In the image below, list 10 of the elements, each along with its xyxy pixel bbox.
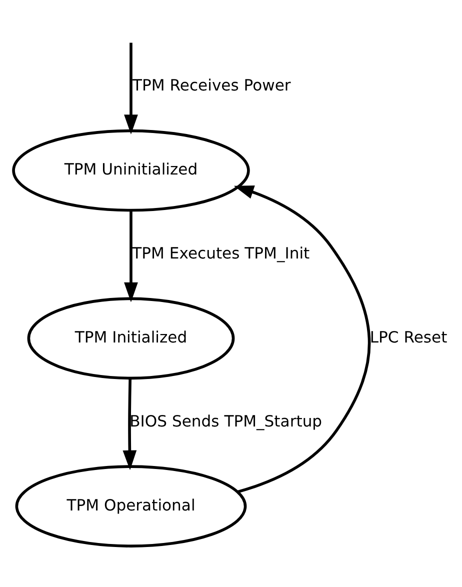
node-ellipse: TPM Operational — [15, 464, 247, 547]
edge-label: LPC Reset — [370, 328, 448, 346]
edge-label: TPM Receives Power — [132, 76, 291, 94]
edge-label: BIOS Sends TPM_Startup — [130, 412, 322, 430]
node-ellipse: TPM Initialized — [27, 296, 235, 380]
arrow — [234, 184, 371, 493]
node-ellipse: TPM Uninitialized — [12, 128, 250, 212]
arrow — [124, 210, 138, 302]
arrow — [122, 378, 137, 470]
arrow — [124, 42, 138, 134]
